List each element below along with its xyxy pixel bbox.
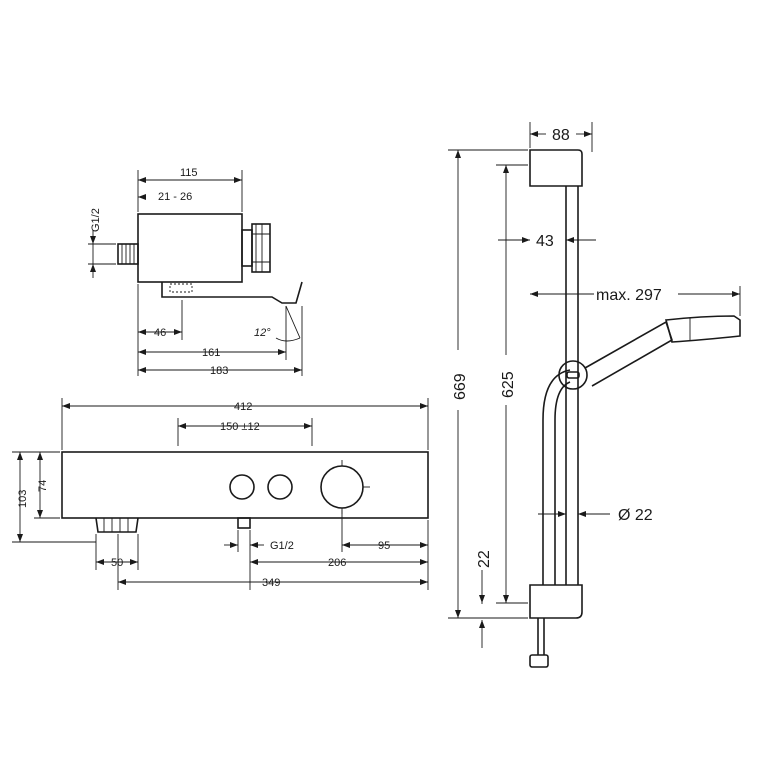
dim-22: 22	[476, 550, 493, 568]
front-view-body	[61, 451, 429, 519]
front-view-inlet	[237, 517, 251, 529]
dim-150: 150 ±12	[220, 421, 260, 433]
side-view-inlet	[117, 243, 139, 265]
dim-max297: max. 297	[596, 287, 662, 304]
hose-inner	[554, 381, 571, 585]
dim-412: 412	[234, 401, 252, 413]
dim-46: 46	[154, 327, 166, 339]
side-view: 115 21 - 26 G1/2 46 12° 161 183	[88, 167, 303, 377]
bottom-bracket	[529, 584, 583, 619]
dim-43: 43	[536, 233, 554, 250]
side-view-spout	[161, 281, 303, 304]
dim-349: 349	[262, 577, 280, 589]
slider	[558, 360, 588, 390]
dim-d22: Ø 22	[618, 507, 653, 524]
front-view: 412 150 ±12 103 74 G1/2 95	[12, 398, 429, 590]
dim-95: 95	[378, 540, 390, 552]
shower-rail: 88 43 max. 297 669 625 Ø 22	[448, 122, 741, 668]
button-left	[229, 474, 255, 500]
dim-74: 74	[37, 480, 49, 492]
dim-21-26: 21 - 26	[158, 191, 192, 203]
hose-outer	[542, 369, 571, 585]
dim-103: 103	[17, 490, 29, 508]
thermostat-knob	[320, 465, 364, 509]
side-view-knob	[251, 223, 271, 273]
dim-g12-front: G1/2	[270, 540, 294, 552]
hose-connector	[529, 654, 549, 668]
button-right	[267, 474, 293, 500]
dim-206: 206	[328, 557, 346, 569]
dim-183: 183	[210, 365, 228, 377]
front-view-spout	[95, 517, 139, 533]
dim-115: 115	[180, 167, 198, 179]
dim-161: 161	[202, 347, 220, 359]
dim-50: 50	[111, 557, 123, 569]
dim-88: 88	[552, 127, 570, 144]
top-bracket	[529, 149, 583, 187]
side-view-body	[137, 213, 243, 283]
side-view-knob-base	[241, 229, 253, 267]
dim-625: 625	[500, 371, 517, 398]
hand-shower-head	[664, 315, 741, 343]
dim-g12-side: G1/2	[90, 208, 102, 232]
dim-12deg: 12°	[254, 327, 271, 339]
hand-shower-handle	[584, 320, 673, 387]
dim-669: 669	[452, 373, 469, 400]
